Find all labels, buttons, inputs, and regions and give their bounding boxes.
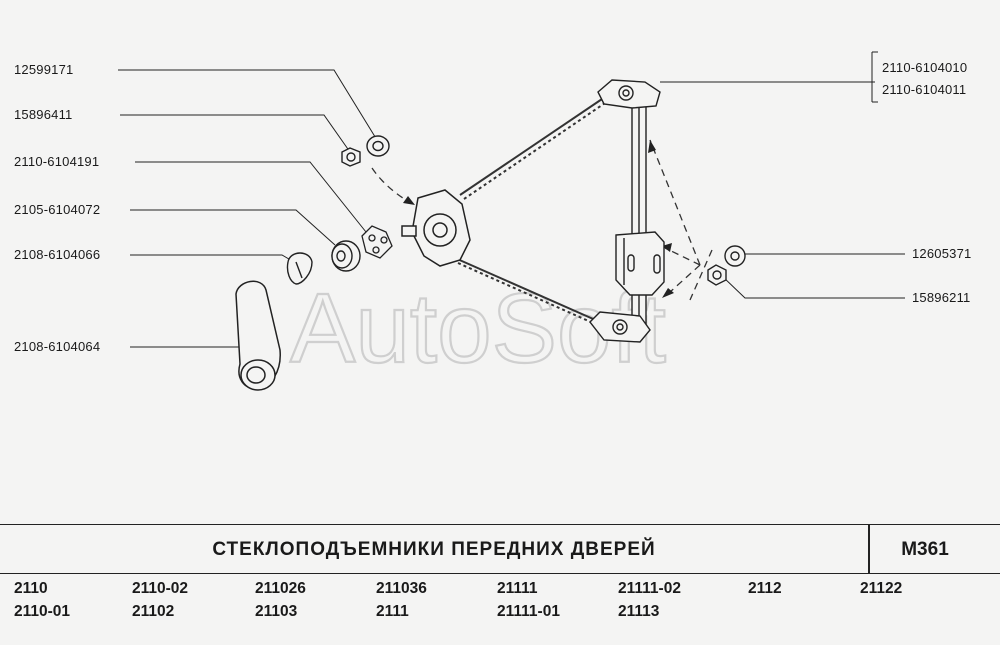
part-label-15896411: 15896411 [14, 107, 73, 122]
nut-15896211 [707, 264, 727, 286]
regulator-drum [401, 189, 471, 267]
model-item: 2112 [748, 580, 782, 597]
washer-12599171 [366, 135, 390, 157]
handle-2108-6104064 [235, 280, 281, 391]
nut-15896411 [341, 147, 361, 167]
model-item: 2110-02 [132, 580, 189, 597]
part-label-15896211: 15896211 [912, 290, 971, 305]
part-label-2110-6104010: 2110-6104010 [882, 60, 968, 75]
part-label-2108-6104064: 2108-6104064 [14, 339, 101, 354]
model-item: 21102 [132, 603, 175, 620]
leader-lines [118, 51, 905, 348]
model-item: 211026 [255, 580, 306, 597]
clip-2108-6104066 [286, 252, 313, 285]
page-code: M361 [901, 539, 949, 560]
model-item: 21111-01 [497, 603, 560, 620]
part-label-2110-6104011: 2110-6104011 [882, 82, 967, 97]
bushing-2105-6104072 [331, 240, 361, 272]
part-label-12605371: 12605371 [912, 246, 972, 261]
model-item: 21122 [860, 580, 903, 597]
part-label-2108-6104066: 2108-6104066 [14, 247, 101, 262]
part-label-2105-6104072: 2105-6104072 [14, 202, 101, 217]
bottom-pulley [589, 311, 651, 343]
guide-rail [615, 99, 665, 326]
model-item: 21113 [618, 603, 660, 620]
top-pulley [597, 79, 661, 109]
part-label-2110-6104191: 2110-6104191 [14, 154, 100, 169]
clip-2110-6104191 [361, 225, 393, 259]
model-item: 21111 [497, 580, 538, 597]
cables [454, 96, 609, 328]
page-title: СТЕКЛОПОДЪЕМНИКИ ПЕРЕДНИХ ДВЕРЕЙ [212, 539, 656, 560]
model-item: 211036 [376, 580, 427, 597]
model-item: 2111 [376, 603, 409, 620]
washer-12605371 [724, 245, 746, 267]
model-item: 2110 [14, 580, 48, 597]
part-label-12599171: 12599171 [14, 62, 74, 77]
model-item: 21103 [255, 603, 298, 620]
model-item: 21111-02 [618, 580, 681, 597]
model-item: 2110-01 [14, 603, 71, 620]
title-divider [868, 525, 870, 573]
title-bar: СТЕКЛОПОДЪЕМНИКИ ПЕРЕДНИХ ДВЕРЕЙ M361 [0, 524, 1000, 574]
